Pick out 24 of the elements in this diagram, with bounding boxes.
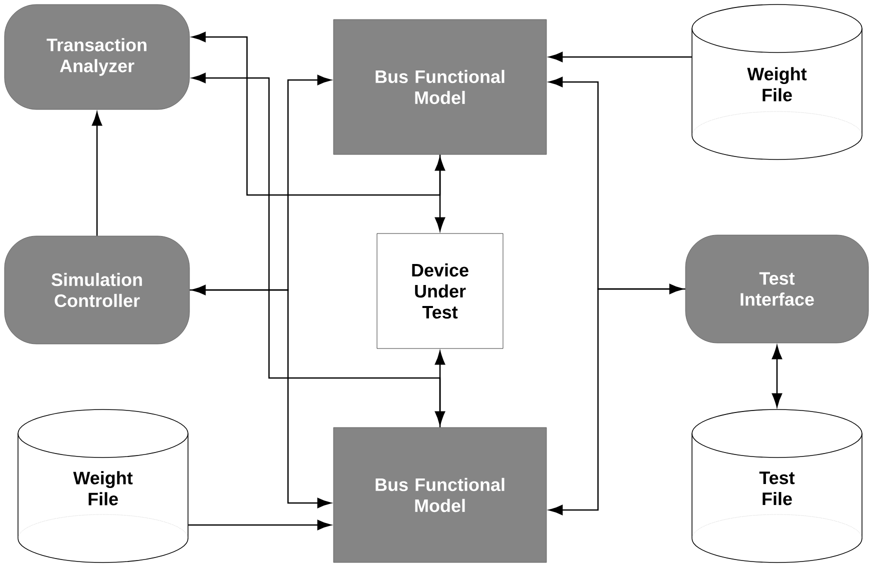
process-box: Bus Functional Model xyxy=(333,19,547,155)
arrow xyxy=(548,288,686,516)
arrow xyxy=(434,156,446,232)
arrow xyxy=(548,76,684,294)
arrow xyxy=(190,289,332,508)
database-cylinder: Weight File xyxy=(18,409,188,563)
arrow xyxy=(192,74,332,296)
arrow xyxy=(548,52,692,62)
arrow xyxy=(434,350,446,426)
rounded-process-box: Test Interface xyxy=(685,234,869,344)
process-box: Bus Functional Model xyxy=(333,427,547,563)
arrow xyxy=(192,32,441,196)
database-cylinder: Weight File xyxy=(692,4,862,160)
rounded-process-box: Simulation Controller xyxy=(4,236,190,344)
node-label: Test File xyxy=(759,472,795,506)
node-label: Weight File xyxy=(747,67,807,102)
node-label: Weight File xyxy=(73,471,133,506)
arrow xyxy=(188,520,332,530)
device-box: Device Under Test xyxy=(376,233,504,349)
arrow xyxy=(92,112,102,236)
arrow xyxy=(192,72,441,428)
rounded-process-box: Transaction Analyzer xyxy=(4,4,190,110)
arrow xyxy=(772,345,782,408)
database-cylinder: Test File xyxy=(692,409,862,563)
